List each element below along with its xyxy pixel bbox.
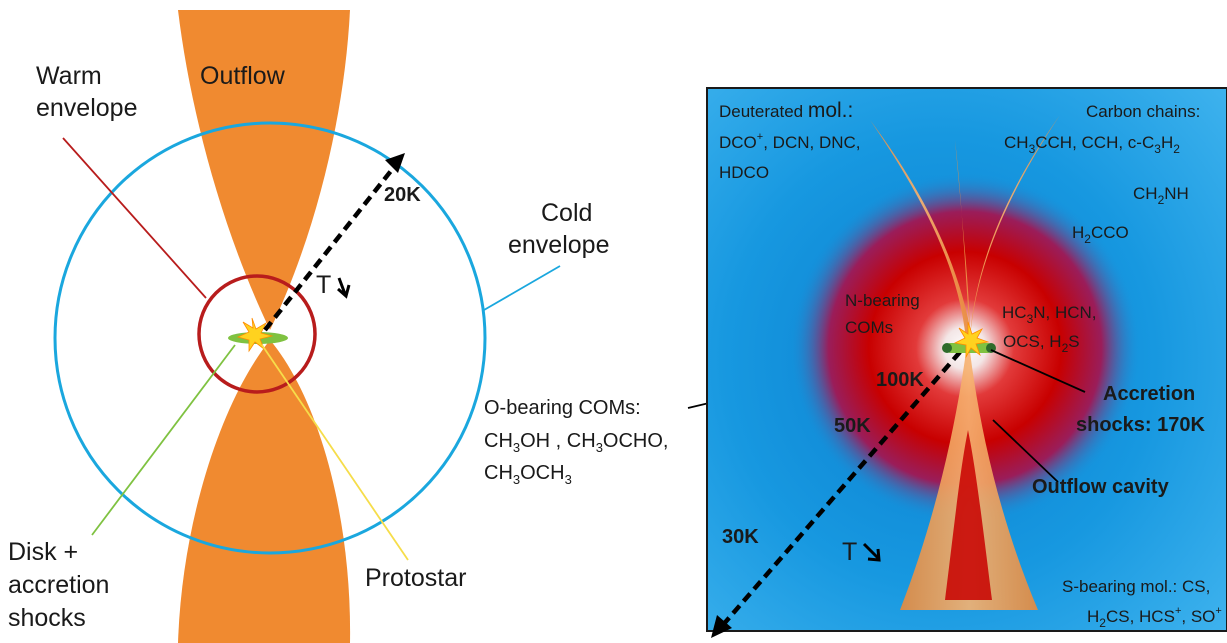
right-radial-temperature-arrow xyxy=(720,350,962,628)
disk-label: Disk + accretion shocks xyxy=(8,538,116,632)
protostar-pointer xyxy=(261,344,409,561)
radial-arrowhead-icon xyxy=(385,153,405,173)
outflow-cavity-inner xyxy=(945,430,992,600)
right-panel: Deuterated mol.: DCO+, DCN, DNC, HDCO Ca… xyxy=(706,87,1227,638)
cold-envelope-label: Cold envelope xyxy=(508,199,609,259)
hc3n-label: HC3N, HCN, xyxy=(1002,303,1097,326)
svg-text:Deuterated mol.:: Deuterated mol.: xyxy=(719,99,853,122)
outflow-lower-lobe xyxy=(178,340,351,643)
svg-text:CH3OH , CH3OCHO,: CH3OH , CH3OCHO, xyxy=(484,430,668,455)
outflow-label: Outflow xyxy=(200,62,286,90)
t-gradient-label: T xyxy=(316,271,331,299)
protostar-label: Protostar xyxy=(365,564,466,592)
outflow-cavity-label: Outflow cavity xyxy=(1032,476,1170,498)
t-down-arrow-icon xyxy=(337,277,351,299)
temp-100k-label: 100K xyxy=(876,369,924,391)
temp-50k-label: 50K xyxy=(834,415,871,437)
outflow-cavity-pointer xyxy=(992,419,1059,483)
svg-text:DCO+, DCN, DNC,: DCO+, DCN, DNC, xyxy=(719,131,861,152)
svg-text:S-bearing mol.: CS,: S-bearing mol.: CS, xyxy=(1062,577,1210,596)
h2cco-label: H2CCO xyxy=(1072,223,1129,246)
svg-text:Carbon chains:: Carbon chains: xyxy=(1086,102,1200,121)
shock-left-icon xyxy=(942,343,952,353)
warm-envelope-label: Warm envelope xyxy=(36,62,137,122)
right-protostar-icon xyxy=(953,321,990,359)
cold-envelope-ring xyxy=(53,121,487,555)
n-bearing-label: N-bearing COMs xyxy=(845,291,924,337)
svg-text:HDCO: HDCO xyxy=(719,163,769,182)
s-bearing-label: S-bearing mol.: CS, H2CS, HCS+, SO+ xyxy=(1062,577,1222,630)
accretion-shocks-label: Accretion shocks: 170K xyxy=(1076,383,1206,436)
left-panel: Outflow Warm envelope Cold envelope 20K … xyxy=(8,10,951,643)
carbon-chains-label: Carbon chains: CH3CCH, CCH, c-C3H2 xyxy=(1004,102,1200,156)
svg-text:CH3CCH, CCH, c-C3H2: CH3CCH, CCH, c-C3H2 xyxy=(1004,133,1180,156)
temp-20k-label: 20K xyxy=(384,184,421,206)
right-t-down-arrow-icon xyxy=(862,542,881,562)
warm-envelope-ring xyxy=(197,274,317,394)
disk-pointer xyxy=(91,344,236,536)
cold-envelope-pointer xyxy=(483,265,561,311)
temp-30k-label: 30K xyxy=(722,526,759,548)
deuterated-label: Deuterated mol.: DCO+, DCN, DNC, HDCO xyxy=(719,99,861,182)
right-radial-arrowhead-icon xyxy=(711,615,732,638)
warm-envelope-pointer xyxy=(62,137,207,299)
outflow-upper-lobe xyxy=(178,10,350,330)
right-t-gradient-label: T xyxy=(842,538,857,566)
o-bearing-coms-label: O-bearing COMs: CH3OH , CH3OCHO, CH3OCH3 xyxy=(484,397,668,487)
svg-text:H2CS, HCS+, SO+: H2CS, HCS+, SO+ xyxy=(1087,605,1222,630)
ch2nh-label: CH2NH xyxy=(1133,184,1189,207)
radial-temperature-arrow xyxy=(263,160,400,332)
svg-text:CH3OCH3: CH3OCH3 xyxy=(484,462,572,487)
protostar-icon xyxy=(236,317,274,353)
accretion-pointer xyxy=(990,349,1086,393)
svg-text:O-bearing COMs:: O-bearing COMs: xyxy=(484,397,641,419)
ocs-label: OCS, H2S xyxy=(1003,332,1080,355)
